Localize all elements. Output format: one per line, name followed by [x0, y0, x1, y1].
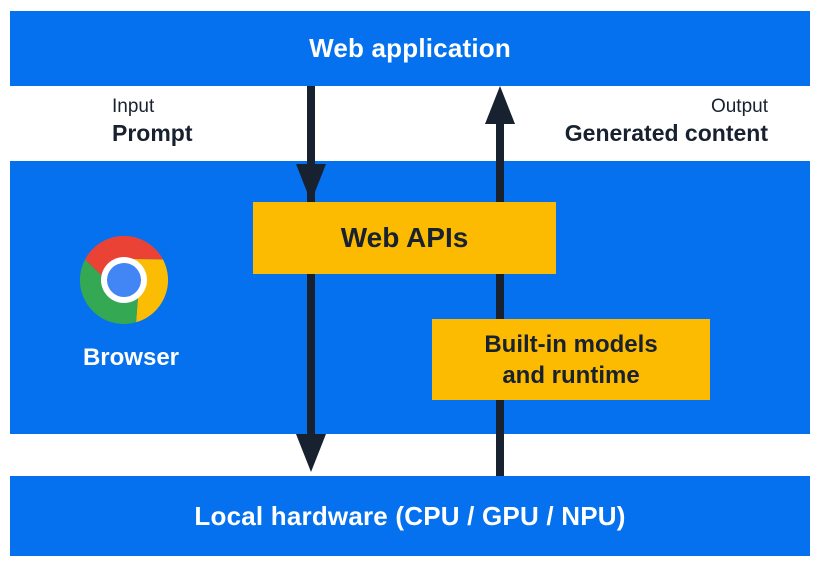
output-label-group: Output Generated content: [565, 95, 768, 147]
local-hardware-label: Local hardware (CPU / GPU / NPU): [194, 500, 626, 531]
up-arrowhead: [485, 86, 515, 124]
web-apis-label: Web APIs: [340, 222, 469, 253]
down-arrowhead-end: [296, 434, 326, 472]
input-label-group: Input Prompt: [112, 95, 193, 147]
built-in-models-box: Built-in models and runtime: [432, 319, 710, 400]
browser-label: Browser: [82, 344, 180, 371]
local-hardware-bar: Local hardware (CPU / GPU / NPU): [10, 476, 810, 556]
down-arrowhead-mid: [296, 164, 326, 202]
up-arrow-line: [496, 120, 504, 476]
web-application-bar: Web application: [10, 11, 810, 86]
built-in-models-label-line1: Built-in models: [484, 330, 658, 358]
output-value-label: Generated content: [564, 120, 768, 146]
built-in-models-label-line2: and runtime: [502, 361, 640, 389]
input-value-label: Prompt: [112, 120, 193, 146]
web-application-label: Web application: [309, 33, 511, 63]
web-apis-box: Web APIs: [253, 202, 556, 274]
output-label: Output: [710, 96, 768, 117]
chrome-logo-icon: [80, 236, 168, 324]
input-label: Input: [112, 96, 155, 117]
